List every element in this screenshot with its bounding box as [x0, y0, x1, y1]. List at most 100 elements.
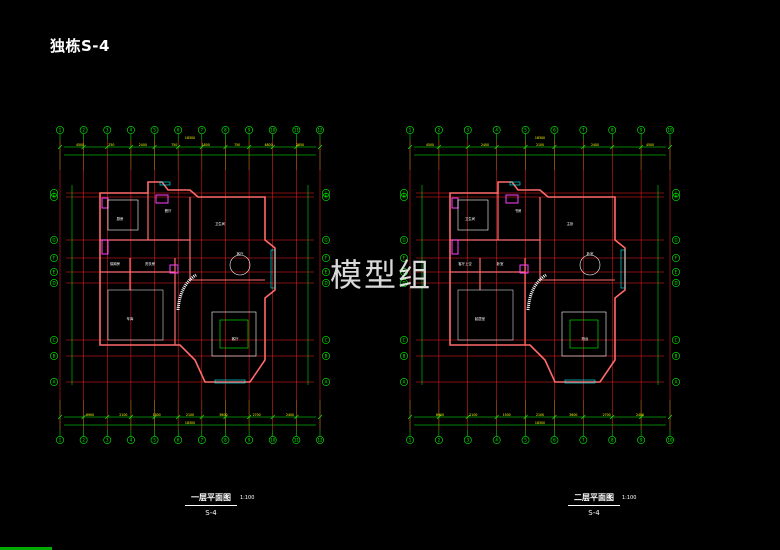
- bottom-dim: 3600: [569, 413, 577, 417]
- dim-tick: [128, 144, 134, 150]
- axis-bottom-9-label: 9: [248, 438, 251, 443]
- fixture: [451, 239, 459, 255]
- axis-left-D: [50, 279, 58, 287]
- axis-left-G: [50, 236, 58, 244]
- dim-tick: [175, 414, 181, 420]
- axis-right-A: [672, 378, 680, 386]
- axis-bottom-2: [434, 436, 443, 444]
- dim-tick: [552, 144, 557, 150]
- room-label: 车库: [127, 316, 134, 321]
- axis-bottom-1: [406, 436, 414, 444]
- axis-bottom-3: [103, 436, 112, 444]
- room-label: 厨房: [117, 216, 124, 221]
- room-label: 餐厅: [165, 208, 172, 213]
- axis-right-E: [672, 268, 680, 276]
- axis-left-A: [400, 378, 408, 386]
- top-dim: 2400: [481, 143, 489, 147]
- axis-right-F: [672, 254, 680, 262]
- bed: [457, 199, 489, 231]
- axis-left-B: [50, 352, 58, 360]
- axis-right-A-label: A: [675, 380, 678, 385]
- axis-bottom-7-label: 7: [582, 438, 585, 443]
- axis-top-6-label: 6: [553, 128, 556, 133]
- first-floor-caption: 一层平面图 S-4: [185, 492, 237, 517]
- axis-top-3: [463, 126, 472, 134]
- axis-top-10: [666, 126, 674, 134]
- axis-right-J: [672, 189, 680, 197]
- dim-tick: [465, 414, 470, 420]
- axis-bottom-2-label: 2: [82, 438, 85, 443]
- axis-top-12-label: 12: [317, 128, 323, 133]
- second-floor-caption: 二层平面图 S-4: [568, 492, 620, 517]
- room-label: 卫生间: [465, 216, 476, 221]
- sofa-set: [561, 311, 607, 357]
- axis-top-8-label: 8: [224, 128, 227, 133]
- page-title: 独栋S-4: [50, 37, 110, 55]
- window: [509, 181, 521, 186]
- dim-tick: [175, 144, 181, 150]
- axis-top-3-label: 3: [467, 128, 470, 133]
- axis-right-C: [322, 336, 330, 344]
- top-dim: 750: [171, 143, 177, 147]
- axis-bottom-5: [521, 436, 530, 444]
- axis-bottom-11: [292, 436, 301, 444]
- room-label: 卧室: [587, 251, 594, 256]
- axis-right-G: [322, 236, 330, 244]
- dim-tick: [523, 414, 528, 420]
- axis-bottom-1: [56, 436, 64, 444]
- fixture: [451, 197, 459, 209]
- axis-left-J: [50, 189, 58, 197]
- second-floor-label: 二层平面图: [568, 492, 620, 506]
- axis-left-D-label: D: [402, 281, 405, 286]
- axis-right-E: [322, 268, 330, 276]
- room-label: 阳台: [582, 336, 589, 341]
- bottom-dim: 1500: [503, 413, 511, 417]
- axis-right-H: [672, 193, 680, 201]
- axis-top-1: [56, 126, 64, 134]
- axis-top-5-label: 5: [524, 128, 527, 133]
- fixture: [169, 264, 179, 274]
- dim-tick: [494, 144, 499, 150]
- window: [564, 379, 596, 384]
- axis-left-C: [50, 336, 58, 344]
- axis-bottom-7: [579, 436, 588, 444]
- axis-bottom-8: [221, 436, 230, 444]
- axis-right-F-label: F: [325, 256, 328, 261]
- axis-right-H-label: H: [324, 195, 327, 200]
- axis-right-B: [672, 352, 680, 360]
- axis-right-B: [322, 352, 330, 360]
- axis-bottom-5: [150, 436, 159, 444]
- dim-tick: [436, 144, 442, 150]
- axis-left-E: [400, 268, 408, 276]
- window: [270, 249, 276, 289]
- window: [214, 379, 246, 384]
- axis-bottom-10-label: 10: [667, 438, 673, 443]
- axis-top-5-label: 5: [153, 128, 156, 133]
- first-floor-label: 一层平面图: [185, 492, 237, 506]
- stair: [176, 273, 197, 311]
- dim-tick: [552, 414, 557, 420]
- top-dim: 750: [108, 143, 114, 147]
- overall-dim: 18300: [185, 421, 195, 425]
- axis-bottom-10: [268, 436, 277, 444]
- sofa-set: [211, 311, 257, 357]
- dim-tick: [667, 414, 673, 420]
- dim-tick: [638, 414, 644, 420]
- axis-right-D-label: D: [324, 281, 327, 286]
- dining-table: [579, 254, 601, 276]
- dim-tick: [57, 144, 63, 150]
- axis-bottom-10-label: 10: [270, 438, 276, 443]
- axis-bottom-1-label: 1: [409, 438, 412, 443]
- axis-left-E: [50, 268, 58, 276]
- top-dim: 4500: [76, 143, 84, 147]
- dim-tick: [270, 414, 275, 420]
- axis-right-B-label: B: [325, 354, 328, 359]
- second-floor-sheet: S-4: [588, 509, 600, 517]
- exterior-wall: [449, 181, 626, 383]
- dim-tick: [81, 414, 86, 420]
- axis-right-G-label: G: [324, 238, 327, 243]
- overall-dim-top: 18300: [535, 136, 545, 140]
